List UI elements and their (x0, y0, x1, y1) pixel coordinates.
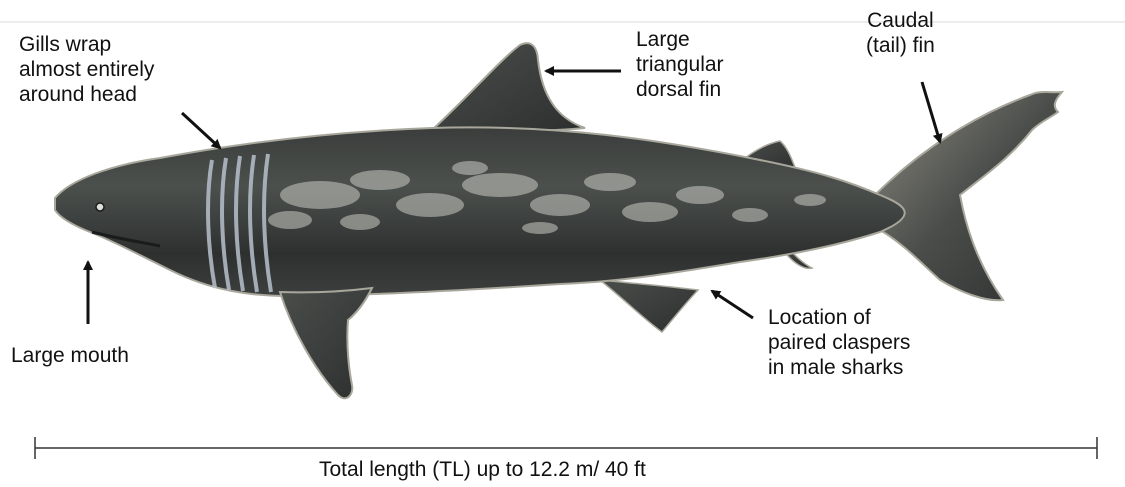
claspers-label-line: paired claspers (768, 330, 910, 355)
dorsal-fin (432, 43, 585, 132)
claspers-arrow (712, 291, 753, 318)
caudal-fin-label-line: Caudal (866, 8, 935, 33)
caudal-fin (875, 92, 1062, 300)
mouth-label: Large mouth (11, 343, 129, 368)
dorsal-fin-label-line: dorsal fin (636, 77, 724, 102)
total-length-label: Total length (TL) up to 12.2 m/ 40 ft (319, 457, 646, 482)
caudal-fin-label-line: (tail) fin (866, 33, 935, 58)
claspers-label: Location of paired claspers in male shar… (768, 305, 910, 380)
dorsal-fin-label: Large triangular dorsal fin (636, 27, 724, 102)
gills-label-line: around head (19, 82, 154, 107)
gills-label: Gills wrap almost entirely around head (19, 32, 154, 107)
mouth-label-line: Large mouth (11, 343, 129, 368)
caudal-fin-label: Caudal (tail) fin (866, 8, 935, 58)
gills-arrow (182, 113, 220, 148)
dorsal-fin-label-line: triangular (636, 52, 724, 77)
pelvic-fin (600, 280, 698, 332)
pectoral-fin (280, 288, 372, 398)
caudal-arrow (922, 82, 940, 142)
eye (96, 203, 104, 211)
shark-illustration (55, 43, 1062, 398)
claspers-label-line: in male sharks (768, 355, 910, 380)
dorsal-fin-label-line: Large (636, 27, 724, 52)
length-scale-bar (35, 437, 1097, 459)
claspers-label-line: Location of (768, 305, 910, 330)
gills-label-line: almost entirely (19, 57, 154, 82)
gills-label-line: Gills wrap (19, 32, 154, 57)
